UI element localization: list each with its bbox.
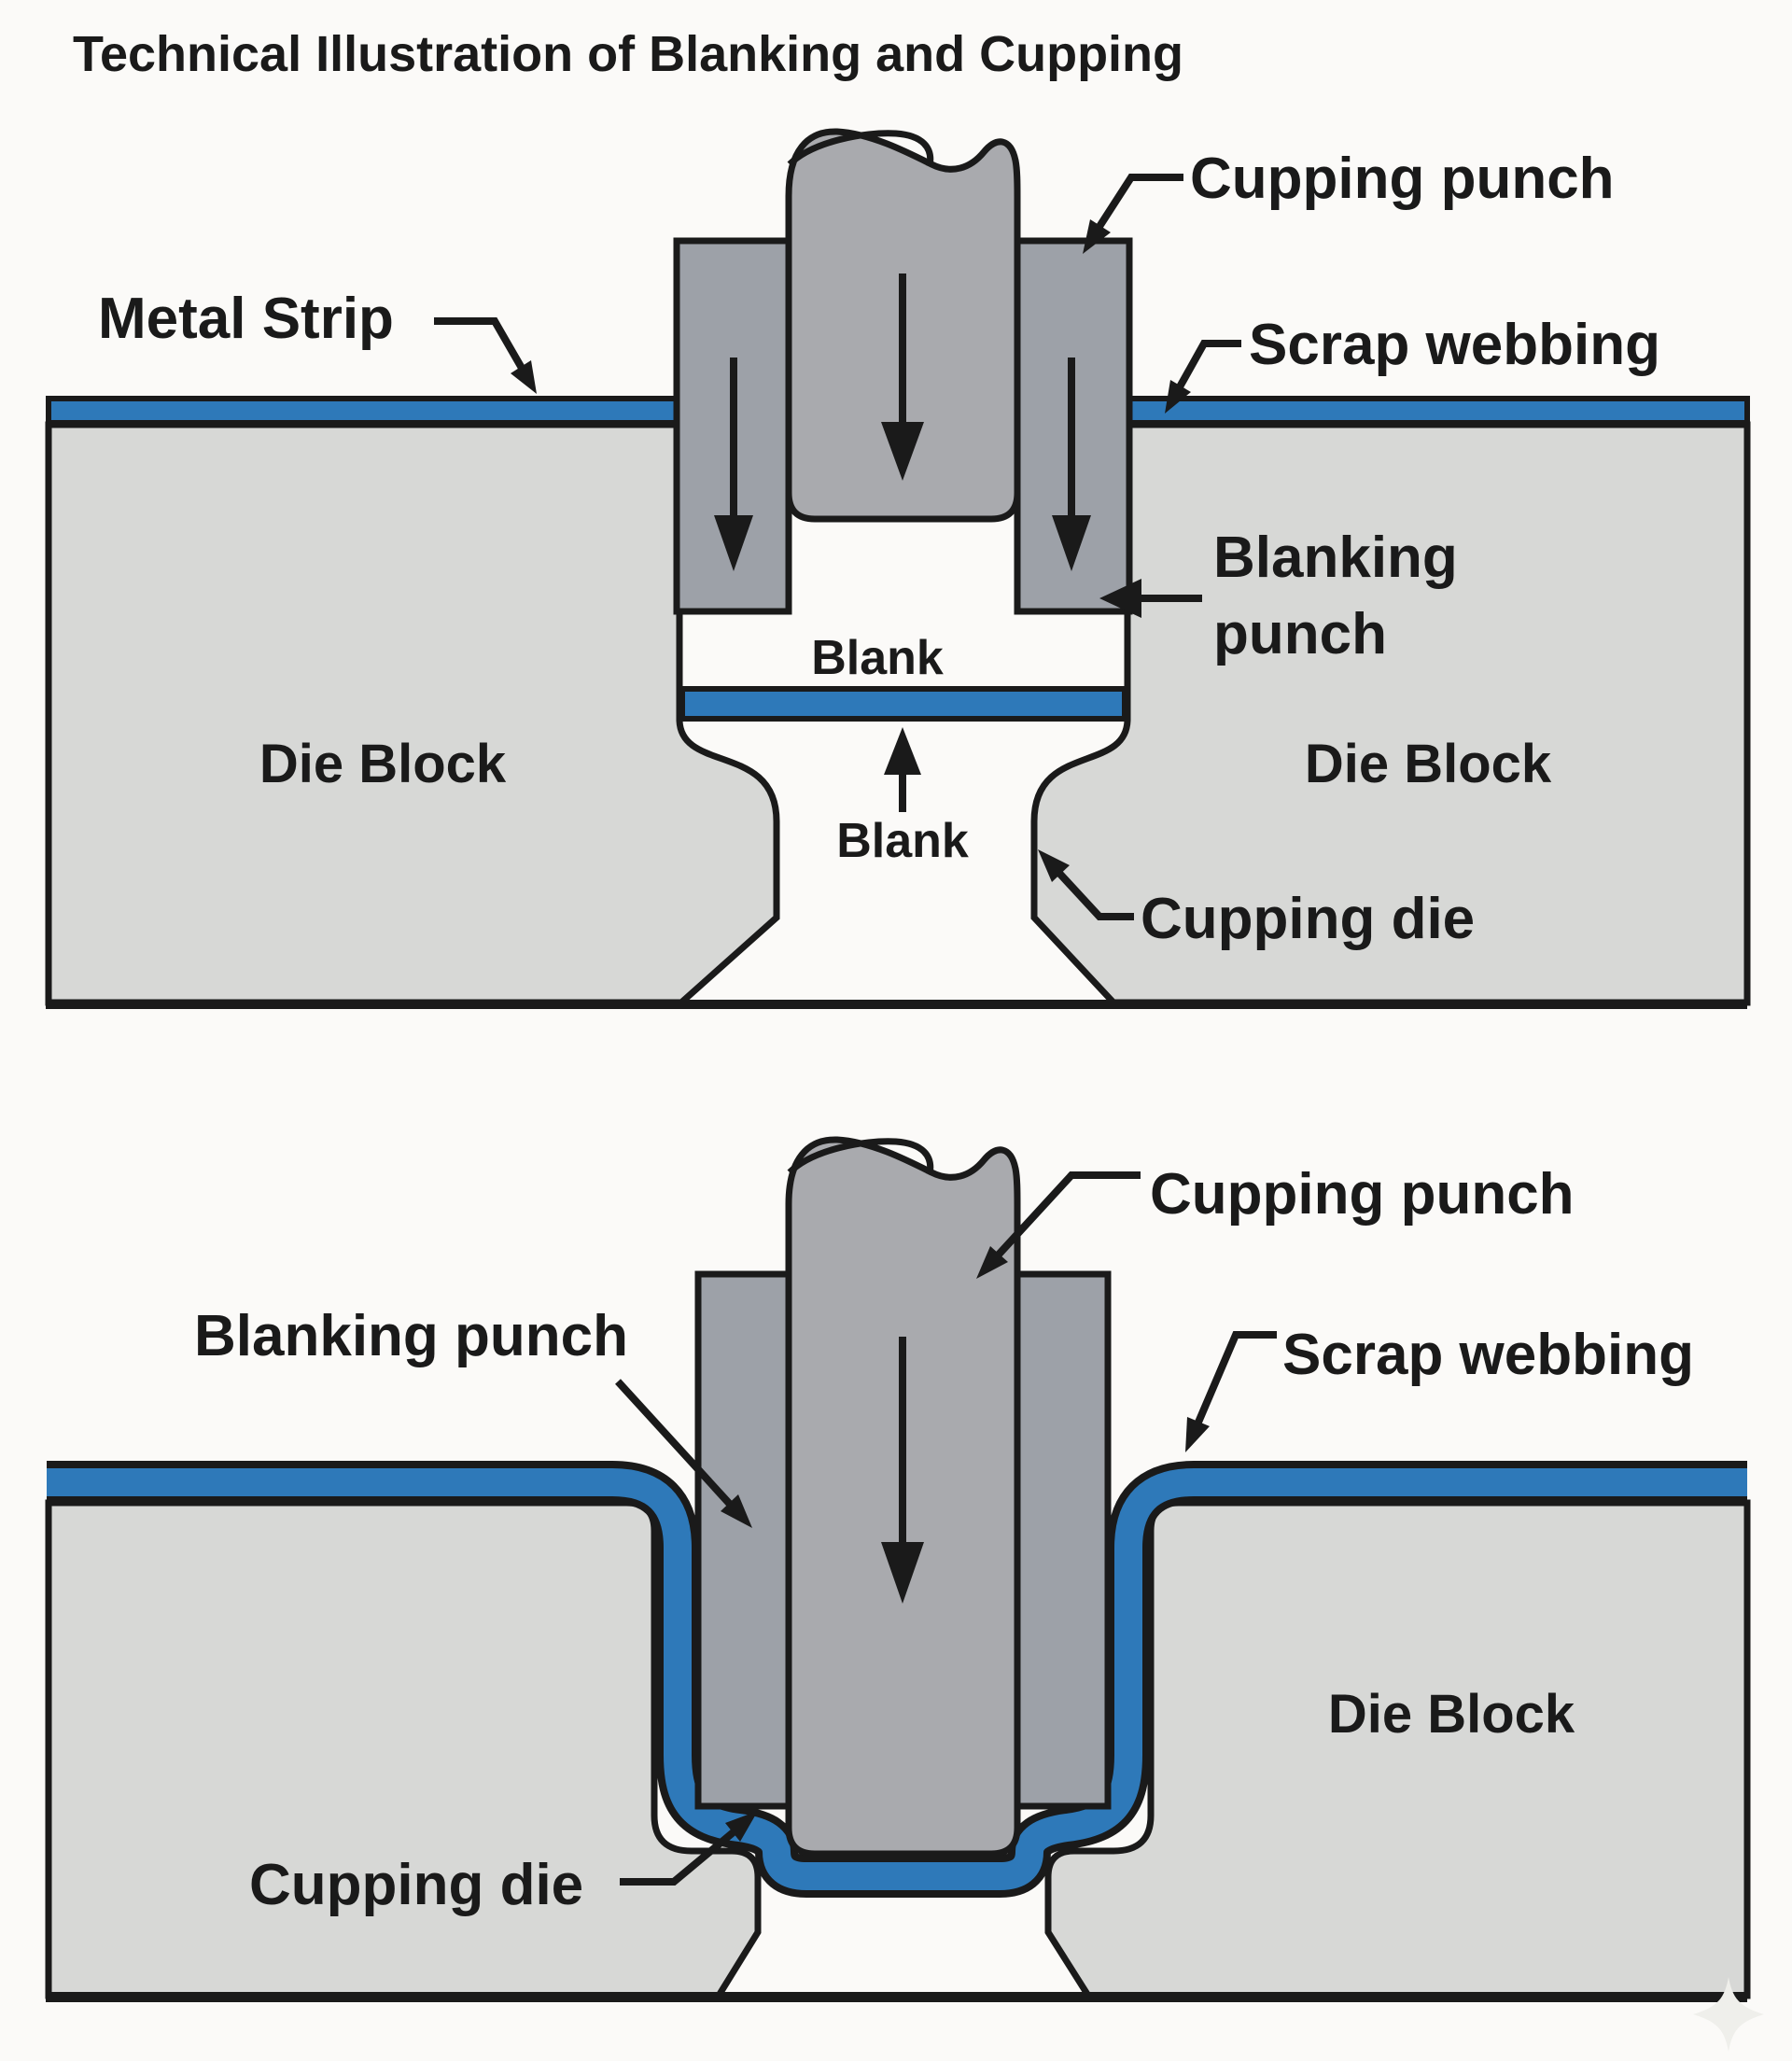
cupping-die-label: Cupping die — [249, 1853, 583, 1917]
cupping-die-arrowhead — [725, 1811, 758, 1842]
down-arrow-head — [881, 1542, 924, 1604]
scrap-webbing-arrowhead — [1165, 380, 1191, 414]
scrap-webbing-label: Scrap webbing — [1249, 313, 1660, 377]
drawn-metal-strip-scrap-webbing — [47, 1468, 1747, 1890]
leader-lines-bottom — [615, 1171, 1277, 1886]
cupping-punch-arrowhead — [976, 1246, 1008, 1279]
die-block-right-label: Die Block — [1305, 734, 1552, 794]
die-block-left-shape — [45, 421, 780, 1006]
die-bottom-line — [46, 1992, 1747, 2002]
down-arrow-head — [881, 422, 924, 481]
cupping-punch-leader — [1088, 174, 1183, 241]
blanking-punch-arrowhead — [721, 1494, 752, 1528]
top-diagram: Metal Strip Cupping punch Scrap webbing … — [45, 128, 1751, 1009]
cupping-die-leader — [620, 1822, 744, 1886]
die-block-right-shape — [1030, 421, 1751, 1006]
die-block-label: Die Block — [1328, 1684, 1575, 1745]
blanking-punch-left-half — [694, 1270, 792, 1810]
blanking-punch-label: Blanking punch — [194, 1304, 628, 1368]
cupping-die-label: Cupping die — [1141, 887, 1475, 951]
die-block-left-shape — [45, 1499, 762, 1999]
cupping-punch-label: Cupping punch — [1150, 1162, 1575, 1227]
blank-upper-label: Blank — [811, 631, 944, 685]
down-arrow-shaft — [899, 1337, 906, 1548]
up-arrow-shaft — [899, 767, 906, 812]
cupping-die-leader — [1052, 865, 1134, 920]
metal-strip-label: Metal Strip — [98, 287, 394, 351]
cupping-punch-rim — [787, 130, 934, 167]
scrap-webbing-label: Scrap webbing — [1282, 1323, 1694, 1387]
blank-slug — [679, 686, 1127, 722]
motion-arrows-top — [714, 273, 1091, 812]
bottom-diagram: Cupping punch Blanking punch Scrap webbi… — [45, 1136, 1751, 2002]
down-arrow-shaft — [1068, 358, 1075, 521]
leader-lines-top — [434, 174, 1241, 920]
leader-arrowheads-bottom — [721, 1246, 1210, 1842]
down-arrow-shaft — [899, 273, 906, 428]
motion-arrows-bottom — [881, 1337, 924, 1604]
die-block-left-label: Die Block — [259, 734, 507, 794]
down-arrow-head — [714, 515, 753, 571]
sparkle-watermark-icon — [1693, 1977, 1764, 2052]
metal-strip-left — [46, 396, 682, 426]
blanking-punch-right-half — [1014, 1270, 1112, 1810]
cupping-punch-label: Cupping punch — [1190, 147, 1615, 211]
scrap-webbing-leader — [1191, 1331, 1277, 1433]
metal-strip-right-scrap-webbing — [1125, 396, 1750, 426]
down-arrow-head — [1052, 515, 1091, 571]
die-block-right-shape — [1044, 1499, 1751, 1999]
scrap-webbing-arrowhead — [1185, 1417, 1210, 1452]
cupping-punch-leader — [985, 1171, 1141, 1269]
page-title: Technical Illustration of Blanking and C… — [73, 26, 1183, 82]
cupping-punch-arrowhead — [1083, 219, 1111, 254]
blanking-punch-label-line1: Blanking — [1213, 526, 1458, 590]
scrap-webbing-leader — [1169, 340, 1241, 400]
metal-strip-leader — [434, 317, 526, 372]
cupping-punch-rim — [787, 1138, 934, 1175]
blanking-punch-arrowhead — [1099, 579, 1141, 618]
down-arrow-shaft — [730, 358, 737, 521]
up-arrow-head — [884, 727, 921, 775]
metal-strip-arrowhead — [511, 360, 537, 394]
cupping-die-arrowhead — [1038, 849, 1070, 882]
blanking-punch-leader — [615, 1379, 738, 1513]
die-bottom-line — [46, 1000, 1747, 1009]
blank-lower-label: Blank — [836, 814, 969, 868]
leader-arrowheads-top — [511, 219, 1191, 882]
blanking-punch-label-line2: punch — [1213, 602, 1387, 666]
